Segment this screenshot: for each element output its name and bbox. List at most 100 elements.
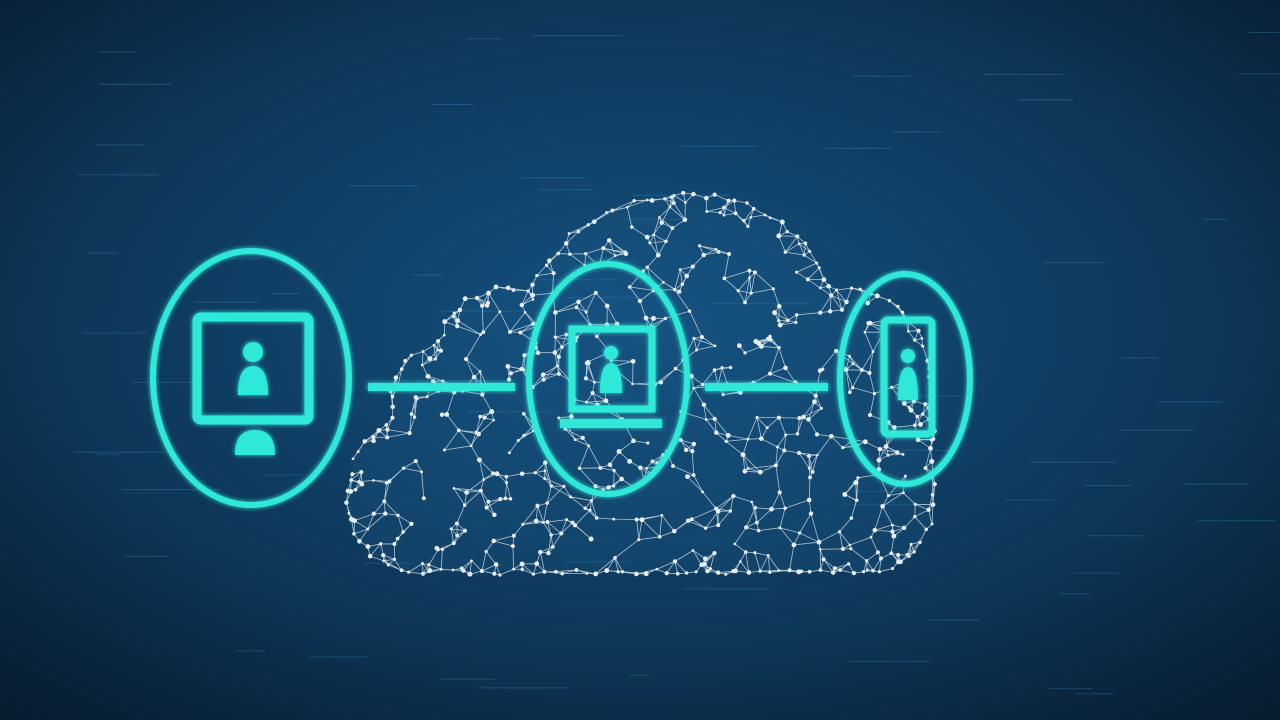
mesh-node [738,560,742,563]
mesh-node [768,334,772,338]
mesh-node [930,502,936,507]
mesh-node [795,270,799,274]
mesh-node [695,348,699,352]
mesh-node [421,496,426,501]
mesh-node [673,287,677,292]
mesh-node [685,474,690,479]
mesh-node [877,570,882,574]
mesh-node [612,484,616,488]
mesh-node [655,460,659,465]
mesh-node [630,358,636,364]
mesh-node [386,563,390,567]
mesh-node [901,525,907,531]
mesh-node [771,287,775,291]
mesh-node [631,438,636,444]
mesh-node [768,216,772,220]
mesh-node [532,429,535,433]
mesh-node [913,514,917,519]
mesh-node [875,550,880,555]
mesh-node [493,284,499,290]
mesh-node [655,252,661,258]
mesh-node [538,549,543,555]
mesh-node [810,470,815,474]
mesh-node [797,531,802,535]
mesh-node [918,540,922,545]
mesh-node [663,316,668,321]
mesh-node [673,366,678,371]
mesh-node [872,391,877,396]
mesh-node [837,530,842,534]
mesh-node [350,472,355,477]
mesh-node [714,430,719,435]
mesh-node [753,270,757,275]
mesh-node [560,571,565,576]
mesh-node [818,310,823,315]
mesh-node [586,360,590,364]
mesh-node [503,496,508,501]
mesh-node [542,521,545,524]
mesh-node [432,343,436,347]
mesh-node [462,528,468,533]
mesh-node [613,555,617,560]
mesh-node [890,566,895,571]
mesh-node [574,568,579,572]
mesh-node [598,465,603,470]
mesh-node [848,543,852,547]
mesh-node [519,302,525,308]
mesh-node [690,264,695,269]
mesh-node [486,499,491,504]
mesh-node [846,562,851,566]
mesh-node [908,407,914,413]
mesh-node [407,570,411,574]
mesh-node [523,311,527,314]
mesh-node [649,198,655,203]
mesh-node [675,571,680,576]
mesh-node [505,285,511,291]
mesh-node [601,246,606,251]
mesh-node [816,453,819,457]
mesh-node [576,229,581,234]
mesh-node [745,201,749,205]
mesh-node [632,198,636,203]
mesh-node [382,499,387,504]
mesh-node [794,320,798,325]
mesh-node [530,282,535,287]
mesh-node [817,266,821,270]
mesh-node [685,518,691,523]
mesh-node [901,491,905,495]
mesh-node [913,502,917,506]
mesh-node [492,512,497,518]
mesh-node [452,311,456,315]
mesh-node [818,547,822,551]
tablet-user-icon [880,316,936,438]
mesh-node [699,334,705,340]
mesh-node [372,479,375,482]
mesh-node [763,213,767,217]
mesh-node [724,572,728,576]
mesh-node [787,568,792,573]
mesh-node [743,300,747,305]
mesh-node [616,449,622,454]
mesh-node [427,568,433,574]
mesh-node [896,559,901,565]
mesh-node [880,503,885,509]
mesh-node [907,405,911,409]
mesh-node [712,192,717,197]
mesh-node [778,526,782,530]
mesh-node [684,571,689,575]
mesh-node [746,570,752,575]
mesh-node [715,570,721,575]
mesh-node [491,471,495,475]
mesh-node [627,285,632,289]
mesh-node [701,490,704,494]
mesh-node [471,374,477,380]
mesh-node [851,385,855,390]
mesh-node [508,496,513,501]
mesh-node [478,414,482,419]
mesh-node [740,452,746,458]
mesh-node [357,538,362,544]
mesh-node [704,195,709,201]
mesh-node [905,552,910,557]
mesh-node [851,570,857,576]
mesh-node [379,542,383,546]
